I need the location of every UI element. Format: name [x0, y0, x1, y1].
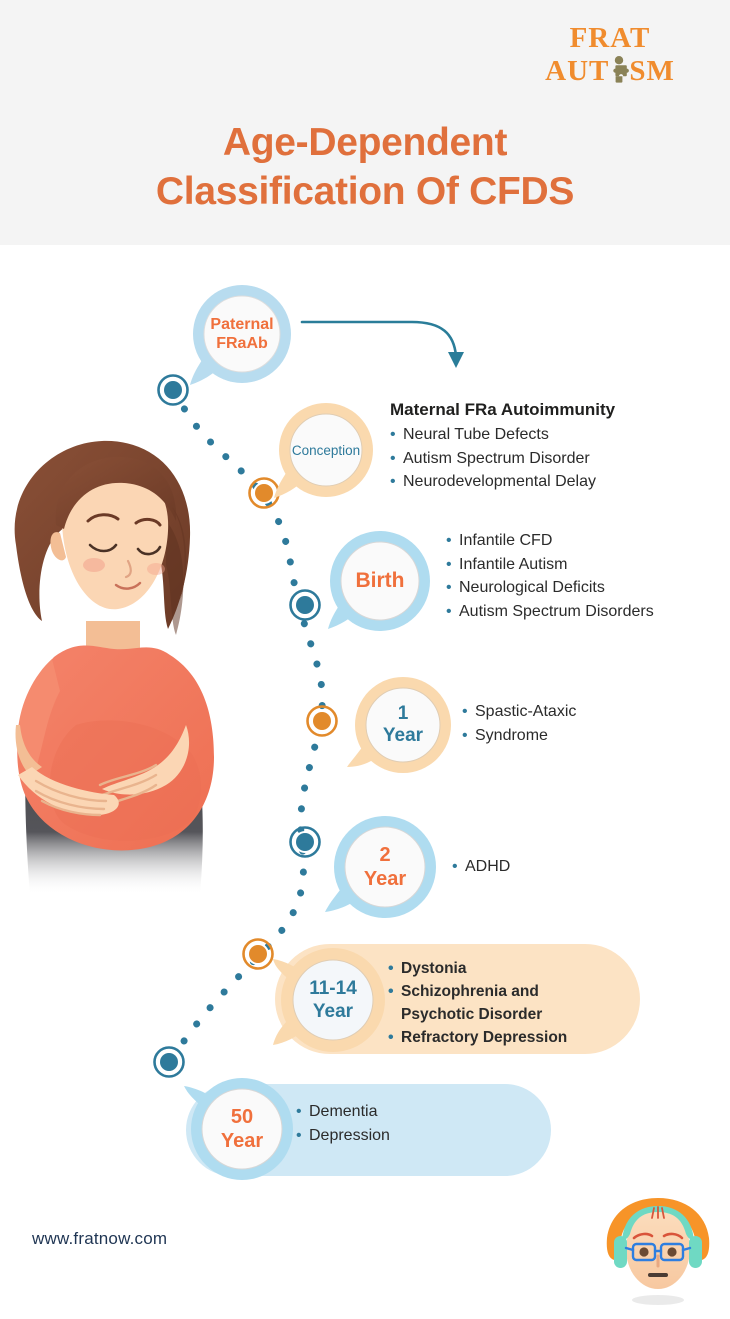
- bullet-item-continuation: Psychotic Disorder: [401, 1006, 543, 1023]
- stage-label-line1: Paternal: [210, 316, 274, 333]
- timeline-marker-orange-3: [241, 937, 275, 976]
- stage-birth-label: Birth: [341, 542, 419, 620]
- bullet-item: ADHD: [452, 855, 510, 879]
- stage-eleven-fourteen-year-label: 11-14 Year: [293, 960, 373, 1040]
- puzzle-person-icon: [608, 55, 630, 91]
- bullet-item: Autism Spectrum Disorders: [446, 600, 654, 624]
- logo-line-autism: AUT SM: [520, 54, 700, 91]
- pregnant-woman-illustration: [0, 425, 240, 915]
- timeline-marker-teal-1: [156, 373, 190, 412]
- stage-label-line2: FRaAb: [216, 335, 268, 352]
- page-title: Age-Dependent Classification Of CFDS: [0, 118, 730, 216]
- stage-label-line2: Year: [312, 1001, 354, 1022]
- stage-two-year-bullets: ADHD: [452, 855, 510, 879]
- bullet-item: Infantile CFD: [446, 529, 654, 553]
- stage-label-line1: 1: [397, 703, 409, 724]
- stage-birth-content: Infantile CFD Infantile Autism Neurologi…: [446, 529, 654, 623]
- bullet-item: Refractory Depression: [388, 1026, 567, 1049]
- brand-logo: FRAT AUT SM: [520, 22, 700, 92]
- stage-one-year-content: Spastic-Ataxic Syndrome: [462, 700, 576, 747]
- logo-sm-text: SM: [629, 55, 675, 87]
- mascot-face-with-headphones-icon: [598, 1188, 718, 1313]
- stage-label-line1: 50: [230, 1106, 254, 1128]
- stage-one-year-label: 1 Year: [366, 688, 440, 762]
- bullet-item: Neurodevelopmental Delay: [390, 470, 615, 494]
- stage-fifty-year-bullets: Dementia Depression: [296, 1100, 390, 1147]
- bullet-item: Neurological Deficits: [446, 576, 654, 600]
- stage-label-line1: Birth: [355, 569, 405, 592]
- bullet-item: Spastic-Ataxic: [462, 700, 576, 724]
- stage-two-year-label: 2 Year: [345, 827, 425, 907]
- timeline-marker-teal-3: [288, 825, 322, 864]
- flow-arrow-icon: [300, 300, 480, 375]
- stage-label-line1: Conception: [291, 442, 361, 458]
- stage-label-line1: 2: [379, 844, 391, 866]
- stage-conception-heading: Maternal FRa Autoimmunity: [390, 400, 616, 419]
- timeline-marker-teal-2: [288, 588, 322, 627]
- stage-one-year-bullets: Spastic-Ataxic Syndrome: [462, 700, 576, 747]
- header-band: [0, 0, 730, 245]
- stage-eleven-fourteen-year-content: Dystonia Schizophrenia and Psychotic Dis…: [388, 957, 567, 1049]
- bullet-item-continuation: Syndrome: [462, 724, 576, 748]
- bullet-item: Neural Tube Defects: [390, 423, 615, 447]
- stage-paternal-fraab-label: Paternal FRaAb: [204, 296, 280, 372]
- stage-birth-bullets: Infantile CFD Infantile Autism Neurologi…: [446, 529, 654, 623]
- stage-conception-content: Maternal FRa Autoimmunity Neural Tube De…: [390, 400, 615, 494]
- logo-aut-text: AUT: [545, 55, 610, 87]
- title-line-2: Classification Of CFDS: [155, 170, 575, 213]
- title-line-1: Age-Dependent: [222, 121, 508, 164]
- footer-website-url[interactable]: www.fratnow.com: [32, 1229, 168, 1248]
- stage-conception-label: Conception: [290, 414, 362, 486]
- timeline-marker-teal-4: [152, 1045, 186, 1084]
- stage-label-line2: Year: [220, 1130, 264, 1152]
- bullet-item: Infantile Autism: [446, 553, 654, 577]
- stage-two-year-content: ADHD: [452, 855, 510, 879]
- bullet-item: Schizophrenia and: [388, 980, 567, 1003]
- stage-eleven-fourteen-year-bullets: Dystonia Schizophrenia and Psychotic Dis…: [388, 957, 567, 1049]
- stage-label-line2: Year: [382, 725, 424, 746]
- stage-label-line1: 11-14: [309, 978, 357, 999]
- bullet-item: Dementia: [296, 1100, 390, 1124]
- stage-fifty-year-content: Dementia Depression: [296, 1100, 390, 1147]
- bullet-item: Dystonia: [388, 957, 567, 980]
- bullet-item: Depression: [296, 1124, 390, 1148]
- bullet-item: Autism Spectrum Disorder: [390, 447, 615, 471]
- stage-fifty-year-label: 50 Year: [202, 1089, 282, 1169]
- stage-label-line2: Year: [363, 868, 407, 890]
- stage-conception-bullets: Neural Tube Defects Autism Spectrum Diso…: [390, 423, 615, 494]
- timeline-marker-orange-2: [305, 704, 339, 743]
- logo-line-frat: FRAT: [569, 22, 651, 54]
